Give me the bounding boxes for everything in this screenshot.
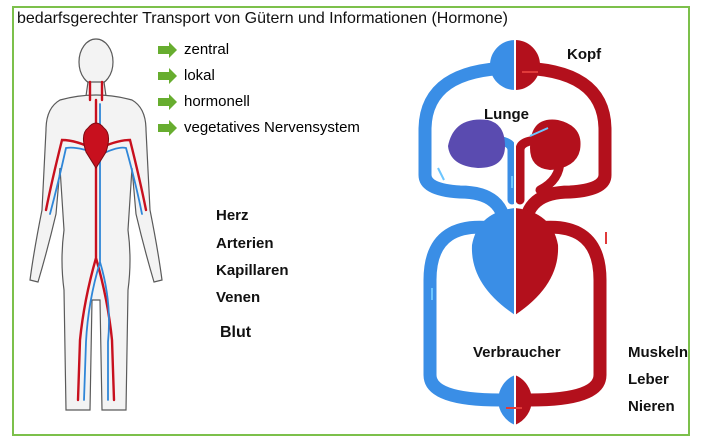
label-liver: Leber [628, 371, 669, 388]
label-muscles: Muskeln [628, 344, 688, 361]
label-head: Kopf [567, 46, 601, 63]
circulation-schematic [0, 0, 701, 425]
label-kidneys: Nieren [628, 398, 675, 415]
label-lung: Lunge [484, 106, 529, 123]
label-consumer: Verbraucher [473, 344, 561, 361]
